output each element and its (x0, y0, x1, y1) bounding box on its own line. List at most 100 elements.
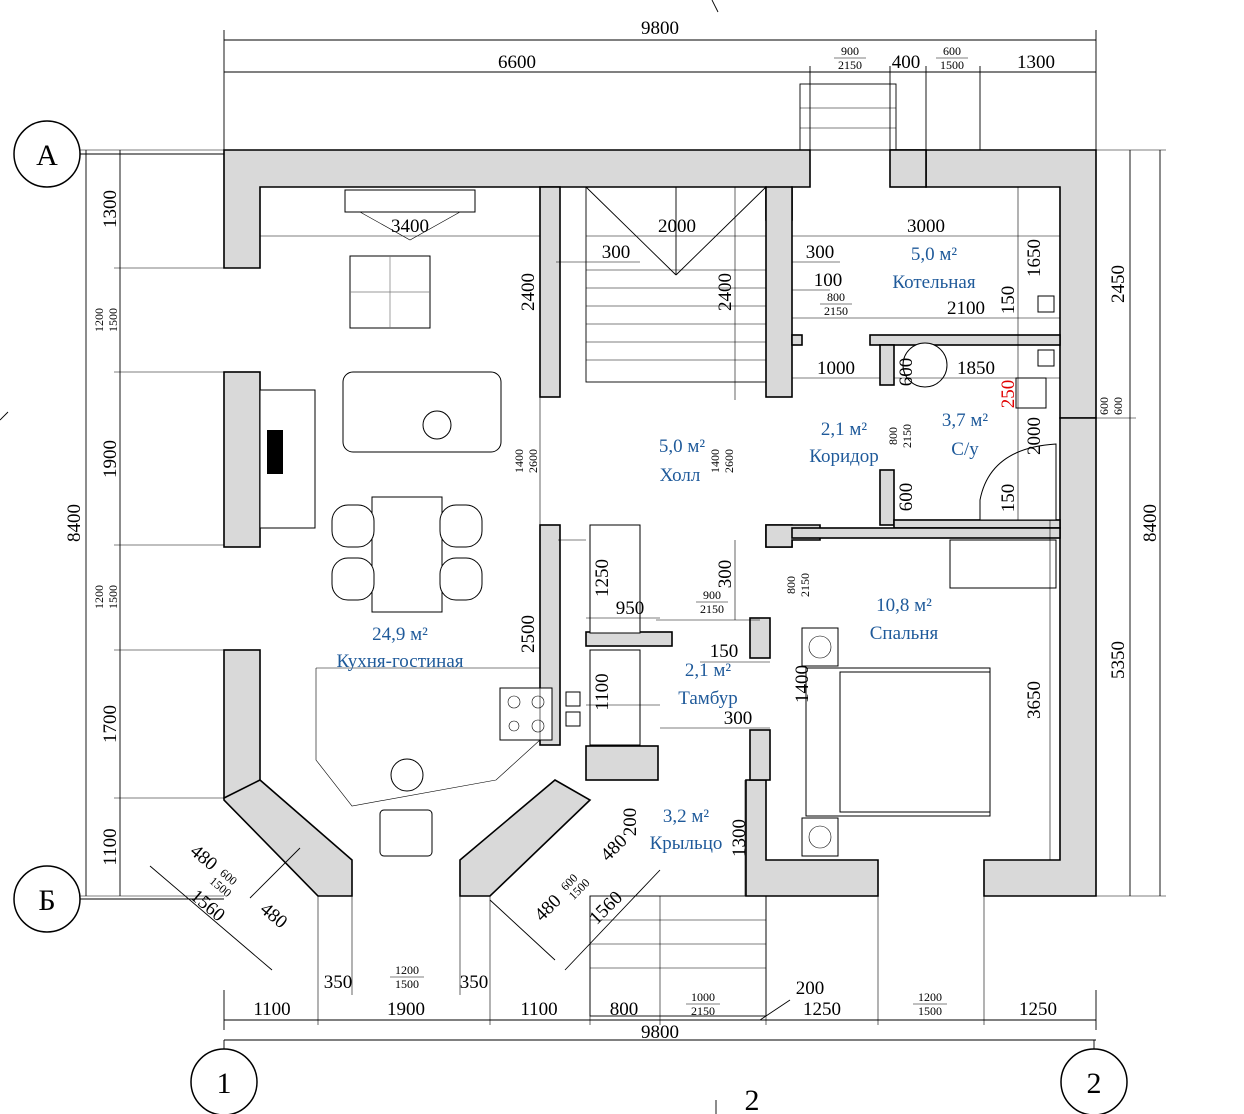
dim-right-2450: 2450 (1108, 265, 1129, 303)
dim-corridor-600b: 600 (896, 483, 917, 512)
dim-bottom-800: 800 (610, 999, 639, 1020)
dim-left-1700: 1700 (100, 705, 121, 743)
dim-bottom-350a: 350 (324, 972, 353, 993)
dim-left-win1-t: 1200 (92, 308, 106, 332)
dim-bottom-door-t: 1000 (691, 990, 715, 1004)
dim-boiler-150: 150 (998, 286, 1019, 315)
dim-left-total: 8400 (64, 504, 85, 542)
dim-left-1300: 1300 (100, 190, 121, 228)
axis-markers (13, 120, 1128, 1114)
dim-bedroom-3650: 3650 (1024, 681, 1045, 719)
room-area-vestibule: 2,1 м² (685, 660, 732, 681)
dim-vestibule-1250: 1250 (592, 559, 613, 597)
dim-bottom-1250a: 1250 (803, 999, 841, 1020)
dim-top-door-t: 900 (841, 44, 859, 58)
room-name-boiler: Котельная (892, 272, 975, 293)
dim-top-400: 400 (892, 52, 921, 73)
axis-a-label: А (36, 139, 58, 172)
dim-vestibule-1100: 1100 (592, 673, 613, 710)
dim-bottom-1250b: 1250 (1019, 999, 1057, 1020)
dim-left-win1-b: 1500 (106, 308, 120, 332)
dim-bay-right-1560: 1560 (585, 887, 627, 929)
dim-kitchen-2500: 2500 (518, 615, 539, 653)
dim-top-total: 9800 (641, 18, 679, 39)
dim-bay-left-480a: 480 (186, 841, 221, 875)
dim-bottom-350b: 350 (460, 972, 489, 993)
dim-kitchen-door-t: 1400 (512, 449, 526, 473)
dim-kitchen-3400: 3400 (391, 216, 429, 237)
dim-porch-200: 200 (620, 808, 641, 837)
dim-top-6600: 6600 (498, 52, 536, 73)
dim-corridor-600a: 600 (896, 358, 917, 387)
dim-vestibule-150: 150 (710, 641, 739, 662)
dim-right-total: 8400 (1140, 504, 1161, 542)
dim-hall-door-t: 1400 (708, 449, 722, 473)
furniture (259, 189, 1057, 857)
dim-vestibule-300a: 300 (715, 560, 736, 589)
dim-porch-1300: 1300 (729, 819, 750, 857)
dim-left-1900: 1900 (100, 440, 121, 478)
dim-bottom-1900: 1900 (387, 999, 425, 1020)
dim-corridor-door-t: 800 (886, 427, 900, 445)
dim-right-5350: 5350 (1108, 641, 1129, 679)
dim-wc-1850: 1850 (957, 358, 995, 379)
dim-boiler-300: 300 (806, 242, 835, 263)
dim-hall-door-b: 2600 (722, 449, 736, 473)
dim-top-win-t: 600 (943, 44, 961, 58)
axis-b-label: Б (38, 884, 55, 917)
dim-boiler-100: 100 (814, 270, 843, 291)
dim-corridor-door-b: 2150 (900, 424, 914, 448)
dim-bottom-win2-t: 1200 (918, 990, 942, 1004)
dim-right-win-t: 600 (1097, 397, 1111, 415)
dim-vestibule-door-t: 900 (703, 588, 721, 602)
dim-kitchen-door-b: 2600 (526, 449, 540, 473)
room-name-corridor: Коридор (809, 446, 879, 467)
dim-bedroom-door-t: 800 (784, 576, 798, 594)
dim-corridor-1000: 1000 (817, 358, 855, 379)
dim-boiler-1650: 1650 (1024, 239, 1045, 277)
dim-bottom-200: 200 (796, 978, 825, 999)
dim-boiler-2100: 2100 (947, 298, 985, 319)
room-name-porch: Крыльцо (650, 833, 723, 854)
dim-bottom-door-b: 2150 (691, 1004, 715, 1018)
dim-top-door-b: 2150 (838, 58, 862, 72)
dim-bottom-total: 9800 (641, 1022, 679, 1043)
dim-bedroom-1400: 1400 (792, 665, 813, 703)
room-area-wc: 3,7 м² (942, 410, 989, 431)
dim-bay-right-480c: 480 (531, 891, 566, 926)
room-area-kitchen: 24,9 м² (372, 624, 428, 645)
dim-bay-left-480b: 480 (256, 899, 291, 933)
dim-top-1300: 1300 (1017, 52, 1055, 73)
room-name-hall: Холл (660, 465, 701, 486)
dim-wc-250: 250 (998, 380, 1019, 409)
room-area-hall: 5,0 м² (659, 436, 706, 457)
dim-stair-2000: 2000 (658, 216, 696, 237)
room-area-bedroom: 10,8 м² (876, 595, 932, 616)
dim-boiler-3000: 3000 (907, 216, 945, 237)
room-name-kitchen: Кухня-гостиная (336, 651, 463, 672)
dim-vestibule-950: 950 (616, 598, 645, 619)
room-name-wc: С/у (951, 439, 979, 460)
dim-wc-150: 150 (998, 484, 1019, 513)
dim-bottom-win1-t: 1200 (395, 963, 419, 977)
dim-bottom-1100b: 1100 (520, 999, 557, 1020)
interior-walls (539, 186, 1061, 781)
room-name-bedroom: Спальня (870, 623, 939, 644)
dim-boiler-door-b: 2150 (824, 304, 848, 318)
dim-bottom-win2-b: 1500 (918, 1004, 942, 1018)
axis-1-label: 1 (217, 1067, 232, 1100)
dim-top-win-b: 1500 (940, 58, 964, 72)
dim-bedroom-door-b: 2150 (798, 573, 812, 597)
dim-vestibule-door-b: 2150 (700, 602, 724, 616)
section-label: 2 (745, 1084, 760, 1114)
dim-stair-300: 300 (602, 242, 631, 263)
room-area-corridor: 2,1 м² (821, 419, 868, 440)
dim-vestibule-300b: 300 (724, 708, 753, 729)
dim-boiler-door-t: 800 (827, 290, 845, 304)
axis-2-label: 2 (1087, 1067, 1102, 1100)
dimension-lines (0, 0, 1166, 1114)
dim-left-win2-t: 1200 (92, 585, 106, 609)
dim-kitchen-2400: 2400 (518, 273, 539, 311)
room-area-porch: 3,2 м² (663, 806, 710, 827)
